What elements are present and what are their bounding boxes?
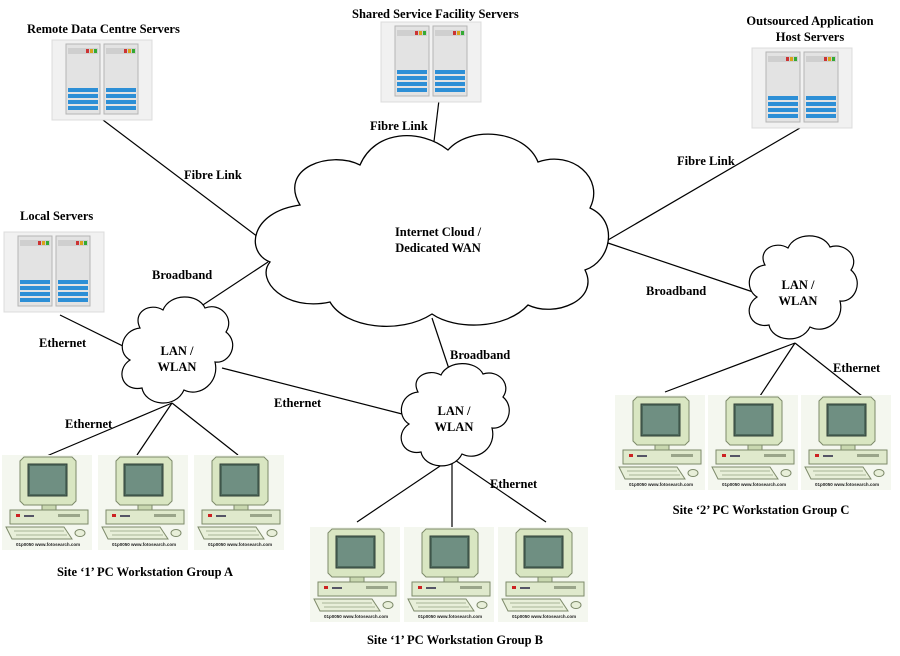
lan-left-label-line1: LAN /	[161, 344, 195, 358]
pc-icon: 01p0050 www.fotosearch.com	[403, 526, 495, 623]
label-fibre-link-remote: Fibre Link	[184, 168, 242, 182]
caption-group-a: Site ‘1’ PC Workstation Group A	[57, 565, 233, 579]
pc-icon: 01p0050 www.fotosearch.com	[800, 394, 892, 491]
cloud-label-line2: Dedicated WAN	[395, 241, 481, 255]
label-fibre-link-shared: Fibre Link	[370, 119, 428, 133]
lan-cloud-left	[121, 296, 234, 404]
label-ethernet-group-a: Ethernet	[65, 417, 113, 431]
caption-group-b: Site ‘1’ PC Workstation Group B	[367, 633, 543, 647]
label-outsourced-line1: Outsourced Application	[746, 14, 873, 28]
pc-group-a: 01p0050 www.fotosearch.com 01p0050 www.f…	[1, 454, 285, 551]
server-outsourced-icon	[751, 47, 853, 129]
server-shared-icon	[380, 21, 482, 103]
label-shared-servers: Shared Service Facility Servers	[352, 7, 519, 21]
link-lan-c-pc2	[759, 342, 796, 397]
lan-left-label-line2: WLAN	[158, 360, 197, 374]
label-ethernet-local: Ethernet	[39, 336, 87, 350]
label-outsourced-line2: Host Servers	[776, 30, 845, 44]
label-ethernet-group-c: Ethernet	[833, 361, 881, 375]
pc-watermark: 01p0050 www.fotosearch.com	[324, 614, 388, 619]
pc-icon: 01p0050 www.fotosearch.com	[614, 394, 706, 491]
lan-right-label-line1: LAN /	[782, 278, 816, 292]
label-remote-servers: Remote Data Centre Servers	[27, 22, 180, 36]
label-ethernet-lan-link: Ethernet	[274, 396, 322, 410]
lan-cloud-right	[748, 235, 858, 340]
pc-icon: 01p0050 www.fotosearch.com	[497, 526, 589, 623]
label-broadband-mid: Broadband	[450, 348, 510, 362]
pc-watermark: 01p0050 www.fotosearch.com	[512, 614, 576, 619]
link-lan-a-pc1	[41, 402, 173, 459]
link-lan-a-pc2	[136, 402, 173, 456]
label-broadband-right: Broadband	[646, 284, 706, 298]
link-lan-a-pc3	[171, 402, 239, 456]
pc-watermark: 01p0050 www.fotosearch.com	[112, 542, 176, 547]
pc-icon: 01p0050 www.fotosearch.com	[309, 526, 401, 623]
lan-mid-label-line2: WLAN	[435, 420, 474, 434]
label-local-servers: Local Servers	[20, 209, 93, 223]
pc-watermark: 01p0050 www.fotosearch.com	[208, 542, 272, 547]
lan-mid-label-line1: LAN /	[438, 404, 472, 418]
pc-icon: 01p0050 www.fotosearch.com	[97, 454, 189, 551]
lan-right-label-line2: WLAN	[779, 294, 818, 308]
pc-watermark: 01p0050 www.fotosearch.com	[16, 542, 80, 547]
link-remote-cloud	[102, 119, 263, 241]
server-local-icon	[3, 231, 105, 313]
pc-group-b: 01p0050 www.fotosearch.com 01p0050 www.f…	[309, 526, 589, 623]
cloud-label-line1: Internet Cloud /	[395, 225, 482, 239]
link-lan-c-pc1	[664, 342, 796, 393]
caption-group-c: Site ‘2’ PC Workstation Group C	[673, 503, 850, 517]
link-lan-c-pc3	[794, 342, 863, 397]
pc-group-c: 01p0050 www.fotosearch.com 01p0050 www.f…	[614, 394, 892, 491]
label-broadband-left: Broadband	[152, 268, 212, 282]
label-ethernet-group-b: Ethernet	[490, 477, 538, 491]
link-cloud-lan-right	[607, 242, 757, 294]
pc-icon: 01p0050 www.fotosearch.com	[1, 454, 93, 551]
internet-cloud	[254, 133, 610, 327]
pc-watermark: 01p0050 www.fotosearch.com	[629, 482, 693, 487]
pc-icon: 01p0050 www.fotosearch.com	[193, 454, 285, 551]
link-lan-left-lan-mid	[221, 367, 407, 416]
link-lan-b-pc1	[356, 457, 453, 523]
link-outsourced-cloud	[607, 127, 801, 241]
pc-icon: 01p0050 www.fotosearch.com	[707, 394, 799, 491]
connection-lines	[41, 99, 863, 530]
label-fibre-link-outsourced: Fibre Link	[677, 154, 735, 168]
server-remote-icon	[51, 39, 153, 121]
pc-watermark: 01p0050 www.fotosearch.com	[418, 614, 482, 619]
lan-cloud-mid	[400, 363, 510, 467]
pc-watermark: 01p0050 www.fotosearch.com	[815, 482, 879, 487]
pc-watermark: 01p0050 www.fotosearch.com	[722, 482, 786, 487]
link-lan-b-pc3	[451, 457, 547, 523]
